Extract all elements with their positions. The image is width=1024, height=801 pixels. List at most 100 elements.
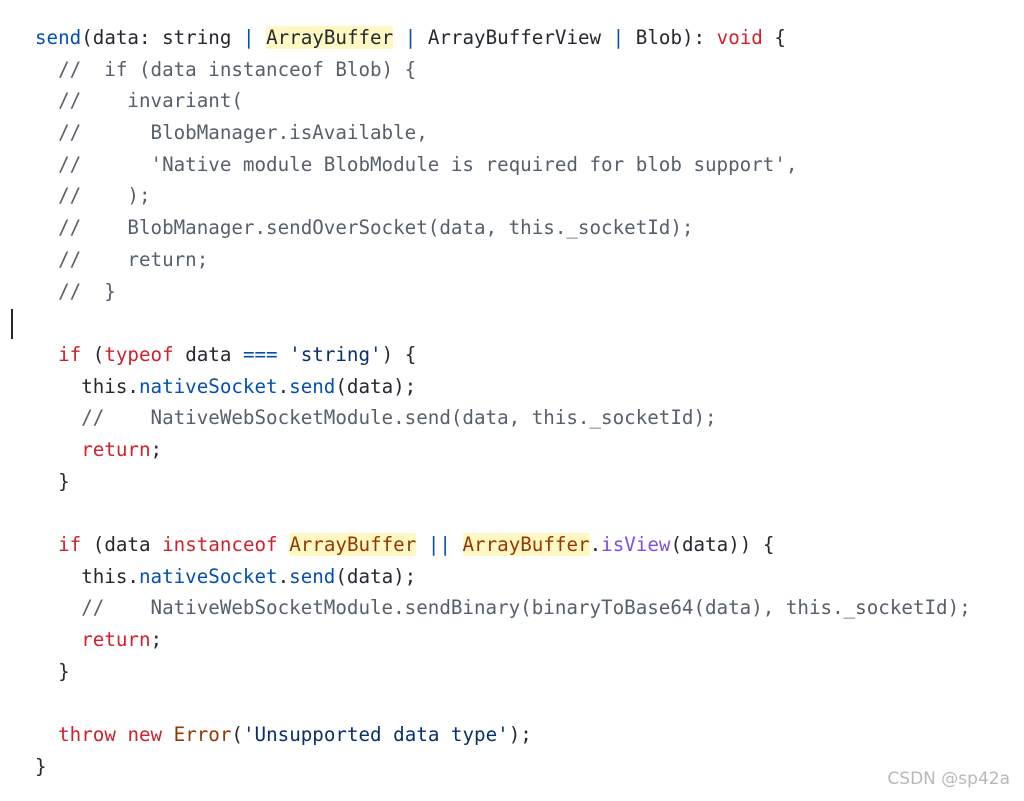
code-line-text: } <box>35 466 70 498</box>
code-line-text: // if (data instanceof Blob) { <box>35 54 416 86</box>
code-line: // invariant( <box>0 85 1024 117</box>
code-line <box>0 497 1024 529</box>
code-token: 'string' <box>289 342 382 366</box>
code-line-text: // NativeWebSocketModule.send(data, this… <box>35 402 717 434</box>
code-token: | <box>404 26 417 49</box>
code-token: // if (data instanceof Blob) { <box>35 57 417 81</box>
code-line: // BlobManager.sendOverSocket(data, this… <box>0 212 1024 244</box>
code-line: } <box>0 466 1024 498</box>
code-token <box>35 533 58 556</box>
code-line-text: send(data: string | ArrayBuffer | ArrayB… <box>35 22 786 54</box>
code-token: . <box>277 374 290 398</box>
code-line: return; <box>0 624 1024 656</box>
code-token: // BlobManager.sendOverSocket(data, this… <box>35 216 694 240</box>
code-token <box>35 723 58 746</box>
watermark: CSDN @sp42a <box>887 769 1010 789</box>
code-line: send(data: string | ArrayBuffer | ArrayB… <box>0 22 1024 54</box>
code-token <box>35 343 58 366</box>
code-token: // NativeWebSocketModule.sendBinary(bina… <box>35 596 971 620</box>
code-token: instanceof <box>162 533 278 556</box>
code-token: if <box>58 342 82 366</box>
code-token: } <box>35 754 47 778</box>
code-token: // 'Native module BlobModule is required… <box>35 152 798 176</box>
code-token: // ); <box>35 184 151 208</box>
code-line-text: return; <box>35 624 162 656</box>
code-token: nativeSocket <box>138 374 278 398</box>
code-line: } <box>0 751 1024 783</box>
code-line: // } <box>0 276 1024 308</box>
code-line-text: // 'Native module BlobModule is required… <box>35 149 797 181</box>
code-token: ArrayBuffer <box>462 533 590 556</box>
code-token: ( <box>81 342 105 366</box>
code-token: { <box>762 26 786 49</box>
code-line-text: this.nativeSocket.send(data); <box>35 371 416 403</box>
code-token: ( <box>231 723 243 747</box>
code-token: isView <box>601 533 671 556</box>
code-token: // return; <box>35 247 209 271</box>
code-token: (data <box>81 533 163 556</box>
code-token: } <box>35 659 70 683</box>
code-line: // 'Native module BlobModule is required… <box>0 149 1024 181</box>
code-line: this.nativeSocket.send(data); <box>0 371 1024 403</box>
code-line: if (typeof data === 'string') { <box>0 339 1024 371</box>
code-line-text: this.nativeSocket.send(data); <box>35 561 416 593</box>
code-token: (data)) { <box>670 533 775 556</box>
code-line <box>0 687 1024 719</box>
code-line-text: // ); <box>35 180 151 212</box>
code-token: ) { <box>381 342 417 366</box>
code-editor[interactable]: send(data: string | ArrayBuffer | ArrayB… <box>0 22 1024 783</box>
code-line: this.nativeSocket.send(data); <box>0 561 1024 593</box>
code-token <box>451 533 463 556</box>
code-token: (data); <box>335 374 417 398</box>
code-token <box>278 533 290 556</box>
code-token: typeof <box>104 342 174 366</box>
text-cursor <box>11 309 13 339</box>
code-token: this. <box>35 564 139 588</box>
code-token: (data); <box>335 564 417 588</box>
code-token: // invariant( <box>35 89 243 113</box>
code-line-text: // BlobManager.sendOverSocket(data, this… <box>35 212 693 244</box>
code-token: ArrayBufferView <box>416 26 613 49</box>
code-token <box>255 26 267 49</box>
code-token: . <box>277 564 290 588</box>
code-token: send <box>289 564 336 588</box>
code-line: // NativeWebSocketModule.send(data, this… <box>0 402 1024 434</box>
code-line-text: // invariant( <box>35 85 243 117</box>
code-token: (data: string <box>81 26 243 49</box>
code-token: . <box>589 533 602 556</box>
code-token: throw <box>58 723 116 747</box>
code-line-text: // return; <box>35 244 208 276</box>
code-token: ; <box>150 628 163 652</box>
code-token <box>35 438 81 461</box>
code-token: ); <box>508 723 532 747</box>
code-line-text: return; <box>35 434 162 466</box>
code-token: return <box>81 628 151 652</box>
code-token: if <box>58 533 82 556</box>
code-token <box>162 723 174 746</box>
code-token <box>116 723 128 746</box>
code-token: === <box>242 342 278 366</box>
code-token: 'Unsupported data type' <box>242 723 509 747</box>
code-line-text: } <box>35 656 70 688</box>
code-token <box>393 26 405 49</box>
code-token: data <box>173 342 243 366</box>
code-token: ; <box>150 437 163 461</box>
code-line: return; <box>0 434 1024 466</box>
code-token: // NativeWebSocketModule.send(data, this… <box>35 406 717 430</box>
code-line: // return; <box>0 244 1024 276</box>
code-token: nativeSocket <box>138 564 278 588</box>
code-token: new <box>127 723 163 747</box>
code-line-text: } <box>35 751 47 783</box>
code-token: void <box>716 26 763 49</box>
code-token: send <box>289 374 336 398</box>
code-token: || <box>427 533 451 556</box>
code-token: | <box>242 26 255 49</box>
code-line <box>0 307 1024 339</box>
code-line-text: if (typeof data === 'string') { <box>35 339 416 371</box>
code-token: } <box>35 469 70 493</box>
code-line-text: // NativeWebSocketModule.sendBinary(bina… <box>35 592 971 624</box>
code-token: Error <box>173 723 232 747</box>
code-token: Blob): <box>624 26 717 49</box>
code-line-text: throw new Error('Unsupported data type')… <box>35 719 532 751</box>
code-token: send <box>35 26 82 49</box>
